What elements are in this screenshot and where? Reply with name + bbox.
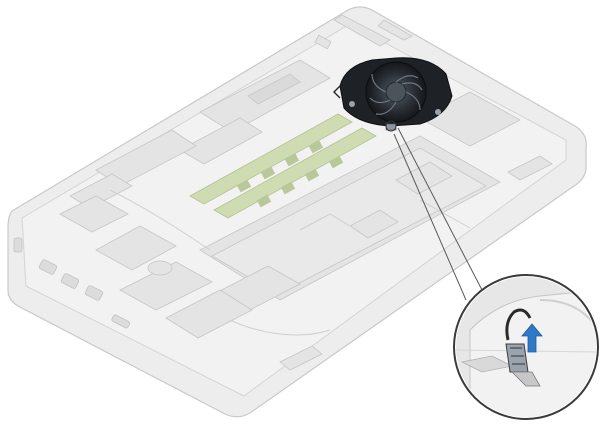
internal-components [59, 14, 553, 371]
memory-modules [189, 113, 377, 219]
zoom-callout [453, 274, 599, 420]
callout-leader [393, 127, 483, 301]
system-fan [333, 57, 453, 132]
cable-routing [109, 189, 471, 336]
fan-cable-connector [505, 308, 541, 387]
arrow-up-icon [521, 323, 543, 353]
